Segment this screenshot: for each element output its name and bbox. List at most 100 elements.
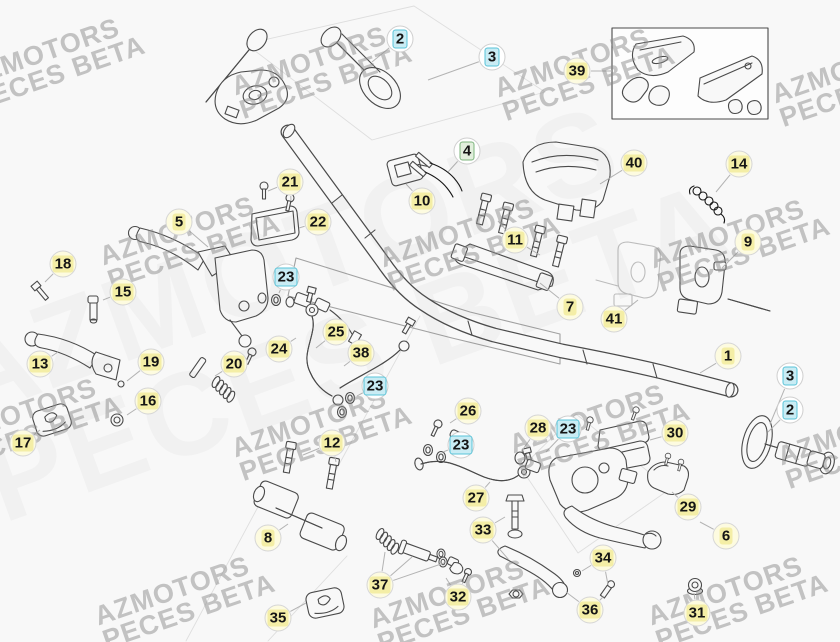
callout-38[interactable]: 38 — [347, 339, 375, 367]
callout-10[interactable]: 10 — [408, 187, 436, 215]
callout-32[interactable]: 32 — [444, 583, 472, 611]
callout-number: 11 — [505, 231, 525, 249]
callout-28[interactable]: 28 — [524, 414, 552, 442]
callout-6[interactable]: 6 — [712, 522, 740, 550]
switch-housing — [676, 245, 771, 315]
callout-26[interactable]: 26 — [454, 397, 482, 425]
callout-25[interactable]: 25 — [322, 318, 350, 346]
callout-23[interactable]: 23 — [447, 431, 475, 459]
callout-number: 30 — [664, 424, 686, 442]
brake-master-cylinder — [127, 225, 269, 367]
knurl-texture — [287, 257, 561, 365]
callout-number: 25 — [325, 323, 347, 341]
callout-23[interactable]: 23 — [272, 263, 300, 291]
callout-number: 40 — [623, 154, 645, 172]
callout-number: 4 — [459, 141, 475, 161]
speedometer — [522, 141, 611, 222]
callout-number: 8 — [261, 529, 275, 547]
spiral-cable — [688, 185, 726, 224]
callout-2[interactable]: 2 — [776, 396, 804, 424]
callout-number: 13 — [29, 355, 51, 373]
callout-23[interactable]: 23 — [554, 415, 582, 443]
callout-36[interactable]: 36 — [576, 596, 604, 624]
callout-number: 22 — [307, 213, 329, 231]
switch-faint — [595, 241, 661, 307]
callout-7[interactable]: 7 — [556, 293, 584, 321]
callout-18[interactable]: 18 — [49, 250, 77, 278]
spring-20 — [189, 357, 240, 404]
callout-number: 39 — [566, 62, 588, 80]
callout-number: 33 — [472, 521, 494, 539]
callout-14[interactable]: 14 — [725, 150, 753, 178]
left-grip — [320, 26, 401, 109]
callout-number: 9 — [741, 233, 755, 251]
callout-number: 3 — [782, 366, 798, 386]
callout-11[interactable]: 11 — [501, 226, 529, 254]
callout-12[interactable]: 12 — [318, 429, 346, 457]
callout-number: 6 — [719, 527, 733, 545]
callout-41[interactable]: 41 — [600, 305, 628, 333]
callout-21[interactable]: 21 — [276, 168, 304, 196]
callout-13[interactable]: 13 — [26, 350, 54, 378]
callout-4[interactable]: 4 — [453, 137, 481, 165]
callout-number: 32 — [447, 588, 469, 606]
callout-number: 21 — [279, 173, 301, 191]
callout-number: 10 — [411, 192, 433, 210]
callout-33[interactable]: 33 — [469, 516, 497, 544]
callout-number: 31 — [686, 604, 708, 622]
callout-27[interactable]: 27 — [462, 484, 490, 512]
callout-34[interactable]: 34 — [589, 544, 617, 572]
callout-number: 37 — [369, 576, 391, 594]
callout-number: 14 — [728, 155, 750, 173]
callout-5[interactable]: 5 — [165, 208, 193, 236]
callout-8[interactable]: 8 — [254, 524, 282, 552]
callout-15[interactable]: 15 — [109, 278, 137, 306]
callout-number: 24 — [268, 340, 290, 358]
callout-31[interactable]: 31 — [683, 599, 711, 627]
callout-number: 2 — [782, 400, 798, 420]
callout-number: 17 — [12, 434, 34, 452]
callout-16[interactable]: 16 — [134, 387, 162, 415]
callout-number: 23 — [556, 419, 580, 439]
callout-1[interactable]: 1 — [714, 342, 742, 370]
callout-number: 7 — [563, 298, 577, 316]
callout-20[interactable]: 20 — [220, 350, 248, 378]
callout-number: 19 — [140, 353, 162, 371]
plunger-15 — [87, 295, 99, 324]
lever-bolt-set — [436, 494, 704, 599]
callout-number: 28 — [527, 419, 549, 437]
callout-number: 23 — [449, 435, 473, 455]
callout-number: 20 — [223, 355, 245, 373]
callout-24[interactable]: 24 — [265, 335, 293, 363]
right-grip — [741, 415, 835, 475]
callout-number: 41 — [603, 310, 625, 328]
callout-2[interactable]: 2 — [386, 25, 414, 53]
callout-9[interactable]: 9 — [734, 228, 762, 256]
callout-19[interactable]: 19 — [137, 348, 165, 376]
callout-23[interactable]: 23 — [361, 372, 389, 400]
callout-17[interactable]: 17 — [9, 429, 37, 457]
callout-22[interactable]: 22 — [304, 208, 332, 236]
callout-29[interactable]: 29 — [674, 493, 702, 521]
callout-number: 15 — [112, 283, 134, 301]
callout-35[interactable]: 35 — [264, 604, 292, 632]
callout-number: 38 — [350, 344, 372, 362]
callout-number: 18 — [52, 255, 74, 273]
callout-number: 27 — [465, 489, 487, 507]
spring-adjuster-set — [371, 526, 464, 575]
clutch-master-cylinder — [514, 405, 690, 550]
callout-39[interactable]: 39 — [563, 57, 591, 85]
callout-number: 23 — [274, 267, 298, 287]
clutch-lever — [24, 331, 125, 439]
callout-3[interactable]: 3 — [478, 43, 506, 71]
callout-37[interactable]: 37 — [366, 571, 394, 599]
callout-40[interactable]: 40 — [620, 149, 648, 177]
brake-hose — [305, 285, 417, 419]
pin-36 — [599, 580, 616, 599]
callout-3[interactable]: 3 — [776, 362, 804, 390]
callout-30[interactable]: 30 — [661, 419, 689, 447]
nut-16 — [110, 413, 124, 427]
callout-number: 1 — [721, 347, 735, 365]
callout-number: 26 — [457, 402, 479, 420]
